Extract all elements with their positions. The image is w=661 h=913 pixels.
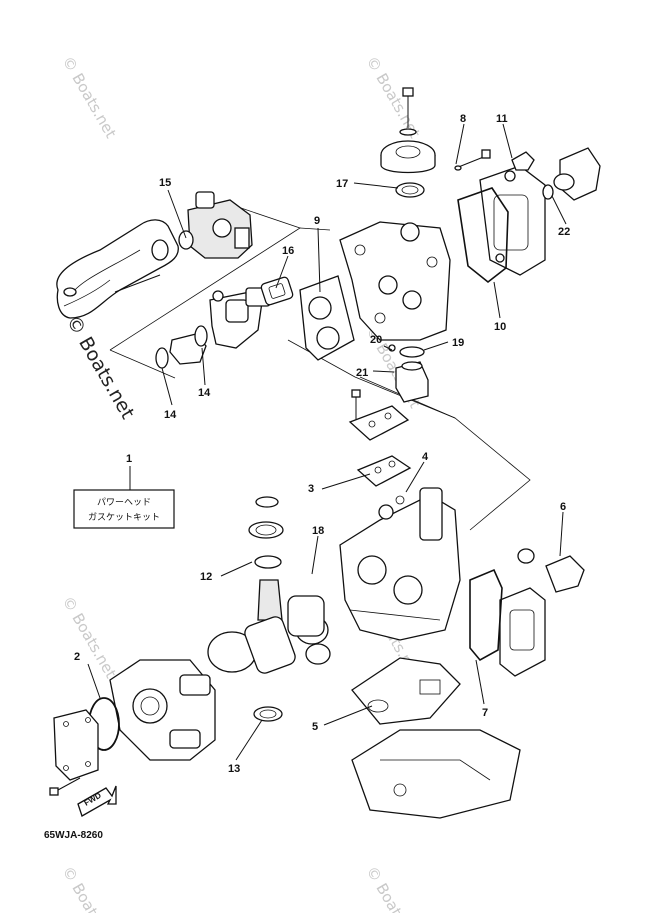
intake-manifold-part <box>155 325 208 369</box>
callout-20: 20 <box>370 334 382 346</box>
callout-13: 13 <box>228 763 240 775</box>
callout-18: 18 <box>312 525 324 537</box>
cover-plate-part <box>348 389 410 441</box>
callout-1: 1 <box>126 453 132 465</box>
callout-12: 12 <box>200 571 212 583</box>
thermostat-housing-6-part <box>517 548 585 593</box>
watermark-6: © Boats.net <box>59 863 120 913</box>
callout-6: 6 <box>560 501 566 513</box>
oil-seal-12-part <box>248 496 284 569</box>
intake-silencer-part <box>56 219 179 319</box>
callout-17: 17 <box>336 178 348 190</box>
callout-5: 5 <box>312 721 318 733</box>
exhaust-cover-part <box>479 165 546 276</box>
oil-seal-13-part <box>253 706 283 722</box>
thermostat-cover-part <box>511 147 601 201</box>
kit-label-line1: パワーヘッド <box>97 497 151 508</box>
crankcase-part <box>109 659 216 761</box>
kit-label-line2: ガスケットキット <box>88 512 160 523</box>
callout-16: 16 <box>282 245 294 257</box>
watermark-1: © Boats.net <box>59 53 120 141</box>
reed-valve-part <box>209 287 271 349</box>
gasket-3-part <box>356 455 412 487</box>
oil-seal-17-part <box>395 182 425 198</box>
callout-7: 7 <box>482 707 488 719</box>
callouts: 1 2 3 4 5 6 7 8 9 10 11 12 13 14 14 15 1… <box>74 113 570 775</box>
callout-15: 15 <box>159 177 171 189</box>
cylinder-head-part <box>339 221 451 341</box>
gasket-kit-box: パワーヘッド ガスケットキット <box>73 489 175 529</box>
callout-10: 10 <box>494 321 506 333</box>
watermark-2: © Boats.net <box>363 53 424 141</box>
carburetor-part <box>151 191 253 261</box>
fwd-arrow-icon: FWD <box>77 785 117 817</box>
diagram-code: 65WJA-8260 <box>44 830 103 841</box>
callout-2: 2 <box>74 651 80 663</box>
cylinder-block-part <box>339 487 461 641</box>
watermark-7: © Boats.net <box>363 863 424 913</box>
side-cover-plate-part <box>49 709 99 796</box>
leader-lines <box>87 123 567 761</box>
gasket-7-part <box>469 568 503 662</box>
gasket-10-part <box>457 187 509 284</box>
callout-3: 3 <box>308 483 314 495</box>
callout-9: 9 <box>314 215 320 227</box>
callout-4: 4 <box>422 451 429 463</box>
crankshaft-part <box>207 579 331 674</box>
watermark-main: © Boats.net <box>62 312 139 423</box>
callout-21: 21 <box>356 367 368 379</box>
exhaust-plate-part <box>499 587 546 677</box>
callout-19: 19 <box>452 337 464 349</box>
callout-11: 11 <box>496 113 508 125</box>
lower-casing-part <box>351 729 521 819</box>
bolt-8-part <box>454 149 491 171</box>
callout-22: 22 <box>558 226 570 238</box>
flywheel-cover-part <box>380 87 436 174</box>
gasket-16-part <box>260 276 294 306</box>
gasket-5-part <box>351 657 461 725</box>
head-gasket-9-part <box>299 275 355 361</box>
callout-14b: 14 <box>198 387 211 399</box>
callout-8: 8 <box>460 113 466 125</box>
callout-14a: 14 <box>164 409 177 421</box>
